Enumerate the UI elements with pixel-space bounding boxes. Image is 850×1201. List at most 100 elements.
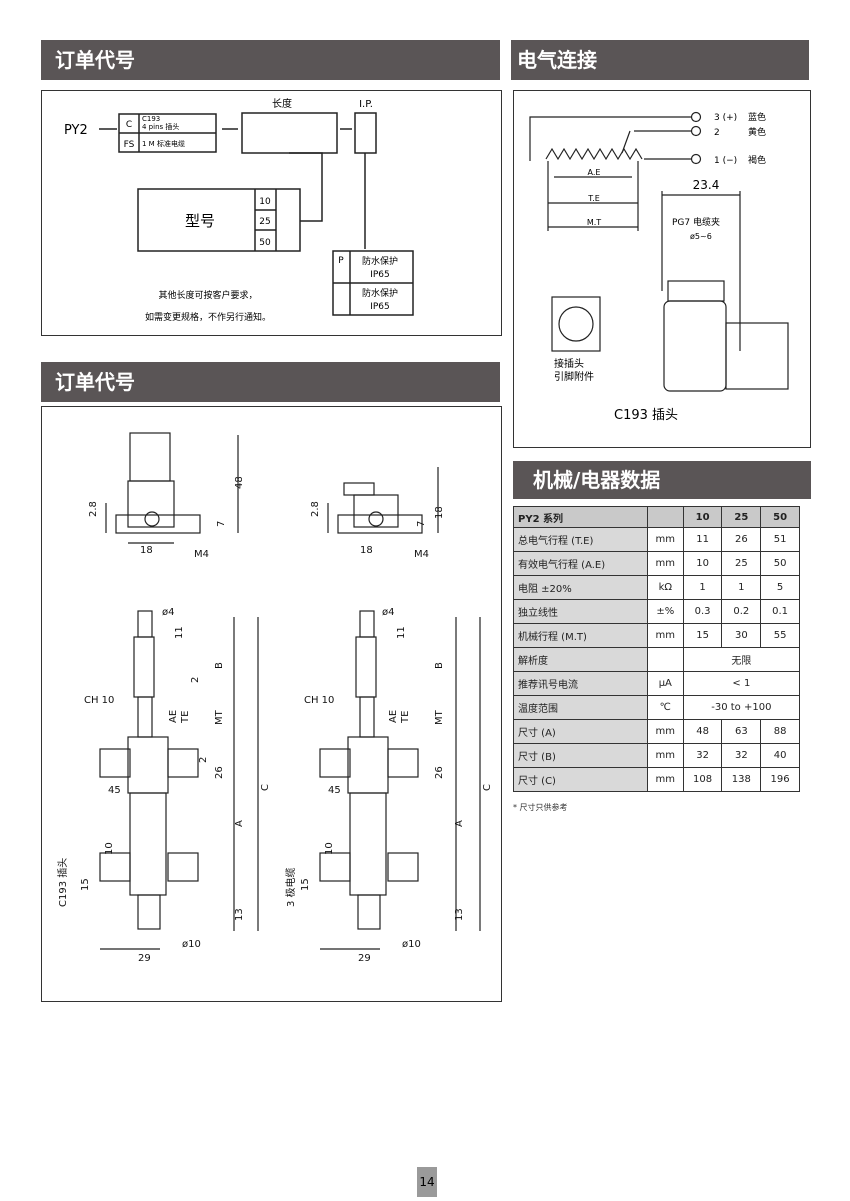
spec-row: 机械行程 (M.T) mm 15 30 55: [513, 623, 800, 648]
cable-label: 3 极电缆: [284, 867, 297, 907]
spec-row: 尺寸 (B) mm 32 32 40: [513, 743, 800, 768]
spec-header-25: 25: [721, 506, 762, 528]
spec-cell: 0.3: [682, 599, 723, 624]
dim-45-right: 45: [328, 785, 341, 796]
prefix-label: PY2: [64, 123, 88, 138]
spec-cell: 55: [760, 623, 800, 648]
spec-cell: 40: [760, 743, 800, 768]
spec-cell: 51: [760, 527, 800, 552]
section-header-order-code-2: 订单代号: [41, 362, 500, 402]
conn-c-desc-2: 4 pins 插头: [142, 122, 179, 131]
dim-ae-right: AE: [388, 710, 399, 723]
pg7-label: PG7 电缆夹: [672, 216, 720, 228]
ip-desc-1b: IP65: [370, 270, 390, 280]
pin1-color: 褐色: [748, 154, 766, 166]
dim-te-left: TE: [180, 711, 191, 724]
order-note-1: 其他长度可按客户要求，: [158, 289, 257, 301]
spec-cell: 32: [721, 743, 762, 768]
dim-13-left: 13: [234, 908, 245, 921]
spec-row-unit: mm: [646, 527, 684, 552]
phi10-left: ø10: [182, 939, 201, 950]
spec-row: 尺寸 (A) mm 48 63 88: [513, 719, 800, 744]
dim-28-right: 2.8: [310, 501, 321, 517]
dim-13-right: 13: [454, 908, 465, 921]
electrical-box: 3 (+) 蓝色 2 黄色 1 (−) 褐色 A.E T.E M.T 23.4 …: [513, 90, 811, 448]
dim-a-left: A: [234, 820, 245, 827]
phi4-left: ø4: [162, 607, 174, 618]
dim-18-left: 18: [140, 545, 153, 556]
dim-c-right: C: [482, 784, 493, 791]
ch10-right: CH 10: [304, 695, 334, 706]
conn-c: C: [126, 120, 132, 130]
pin2-label: 2: [714, 128, 720, 138]
dim-11-right: 11: [396, 626, 407, 639]
spec-row-label: 尺寸 (B): [513, 743, 648, 768]
spec-cell: 15: [682, 623, 723, 648]
pin2-color: 黄色: [748, 126, 766, 138]
pin3-label: 3 (+): [714, 113, 737, 123]
spec-row-label: 有效电气行程 (A.E): [513, 551, 648, 576]
spec-row-label: 独立线性: [513, 599, 648, 624]
order-code-box: PY2 长度 I.P. C C193 4 pins 插头 FS 1 M 标准电缆…: [41, 90, 502, 336]
dim-7-right: 7: [416, 521, 427, 527]
conn-fs: FS: [124, 140, 135, 150]
dim-c-left: C: [260, 784, 271, 791]
conn-fs-desc: 1 M 标准电缆: [142, 139, 185, 148]
spec-cell: 0.1: [760, 599, 800, 624]
ip-desc-2: 防水保护: [362, 287, 398, 299]
spec-row-unit: mm: [646, 767, 684, 792]
ae-label: A.E: [588, 168, 601, 177]
spec-row: 解析度 无限: [513, 647, 801, 672]
dim-234: 23.4: [693, 178, 720, 192]
spec-row-unit: μA: [646, 671, 684, 696]
plug-label-2: 引脚附件: [554, 370, 594, 383]
phi-label: ø5~6: [690, 232, 712, 241]
pin3-color: 蓝色: [748, 111, 766, 123]
spec-header-50: 50: [760, 506, 800, 528]
spec-row: 推荐讯号电流 μA < 1: [513, 671, 801, 696]
dimension-drawing-box: 2.8 48 18 7 M4 2.8 18 18 7 M4 ø4 ø4 11 1…: [41, 406, 502, 1002]
spec-cell: 196: [760, 767, 800, 792]
spec-header-row: PY2 系列 10 25 50: [513, 506, 800, 528]
dim-a-right: A: [454, 820, 465, 827]
dim-28-left: 2.8: [88, 501, 99, 517]
spec-row-label: 总电气行程 (T.E): [513, 527, 648, 552]
section-header-order-code: 订单代号: [41, 40, 500, 80]
spec-cell: 32: [682, 743, 723, 768]
spec-row-unit: ±%: [646, 599, 684, 624]
m4-left: M4: [194, 549, 209, 560]
dim-mt-left: MT: [214, 709, 225, 725]
ip-p: P: [338, 256, 344, 266]
spec-cell: 63: [721, 719, 762, 744]
dim-15-left: 15: [80, 878, 91, 891]
spec-row-unit: mm: [646, 551, 684, 576]
conn-c-desc-1: C193: [142, 115, 160, 123]
spec-row-unit: mm: [646, 743, 684, 768]
dim-26-left: 26: [214, 766, 225, 779]
len-10: 10: [259, 197, 271, 207]
spec-header-10: 10: [682, 506, 723, 528]
phi10-right: ø10: [402, 939, 421, 950]
section-header-mech-elec: 机械/电器数据: [513, 461, 811, 499]
ip-label: I.P.: [359, 99, 373, 110]
dim-ae-left: AE: [168, 710, 179, 723]
spec-cell: 1: [682, 575, 723, 600]
spec-cell: 48: [682, 719, 723, 744]
spec-cell: 26: [721, 527, 762, 552]
dim-29-left: 29: [138, 953, 151, 964]
spec-row: 尺寸 (C) mm 108 138 196: [513, 767, 800, 792]
m4-right: M4: [414, 549, 429, 560]
dim-b-left: B: [214, 662, 225, 669]
order-note-2: 如需变更规格，不作另行通知。: [145, 311, 271, 323]
ip-desc-2b: IP65: [370, 302, 390, 312]
spec-row-unit: mm: [646, 623, 684, 648]
spec-cell: 138: [721, 767, 762, 792]
dim-26-right: 26: [434, 766, 445, 779]
dim-mt-right: MT: [434, 709, 445, 725]
model-label: 型号: [185, 212, 215, 230]
spec-header-series: PY2 系列: [513, 506, 648, 528]
spec-cell-span: -30 to +100: [682, 695, 801, 720]
dim-29-right: 29: [358, 953, 371, 964]
spec-row-unit: ℃: [646, 695, 684, 720]
dim-48-left: 48: [234, 476, 245, 489]
